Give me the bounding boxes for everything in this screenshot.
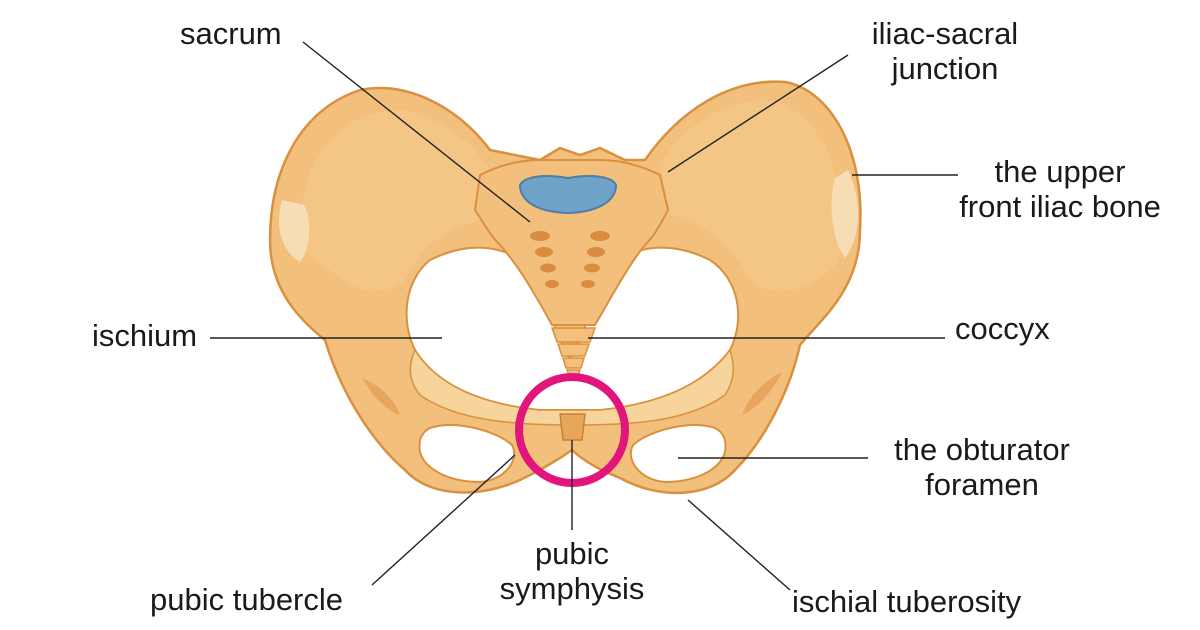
left-iliac-fossa [300,110,490,291]
label-pubic-symphysis: pubic symphysis [482,536,662,606]
label-coccyx-text: coccyx [955,311,1050,346]
label-iliac-sacral-line2: junction [891,51,999,86]
label-iliac-sacral-junction: iliac-sacral junction [845,16,1045,86]
left-ischial-shadow [362,378,400,415]
leader-lines [210,41,958,591]
coccyx-bone [550,327,597,379]
label-coccyx: coccyx [955,311,1050,346]
sacrum-bone [473,159,670,326]
leader-ischial-tuberosity [687,499,791,591]
label-obturator-line2: foramen [925,467,1039,502]
leader-sacrum [302,41,531,223]
symphysis-cartilage [559,413,586,441]
label-upper-front-iliac-line1: the upper [994,154,1126,189]
label-ischial-tuberosity: ischial tuberosity [792,584,1021,619]
inner-rim [409,348,735,426]
label-ischium: ischium [92,318,197,353]
right-crest-highlight [831,170,859,258]
label-upper-front-iliac-line2: front iliac bone [959,189,1161,224]
leader-pubic-tubercle [371,454,516,586]
label-sacrum-text: sacrum [180,16,282,51]
sacral-foramina [530,231,610,288]
label-obturator-line1: the obturator [894,432,1070,467]
label-obturator-foramen: the obturator foramen [872,432,1092,502]
label-pubic-tubercle-text: pubic tubercle [150,582,344,617]
label-ischium-text: ischium [92,318,198,353]
label-ischial-tuberosity-text: ischial tuberosity [792,584,1022,619]
left-obturator-foramen [418,424,516,484]
label-iliac-sacral-line1: iliac-sacral [871,16,1019,51]
pelvis-illustration [268,80,862,495]
sacral-disc [518,175,618,215]
label-pubic-symphysis-line2: symphysis [499,571,645,606]
label-sacrum: sacrum [180,16,282,51]
label-pubic-tubercle: pubic tubercle [150,582,343,617]
label-upper-front-iliac-bone: the upper front iliac bone [950,154,1170,224]
right-obturator-foramen [629,424,727,484]
label-pubic-symphysis-line1: pubic [534,536,610,571]
left-crest-highlight [279,200,310,262]
right-ischial-shadow [742,372,782,415]
leader-iliac-sacral [667,54,849,173]
